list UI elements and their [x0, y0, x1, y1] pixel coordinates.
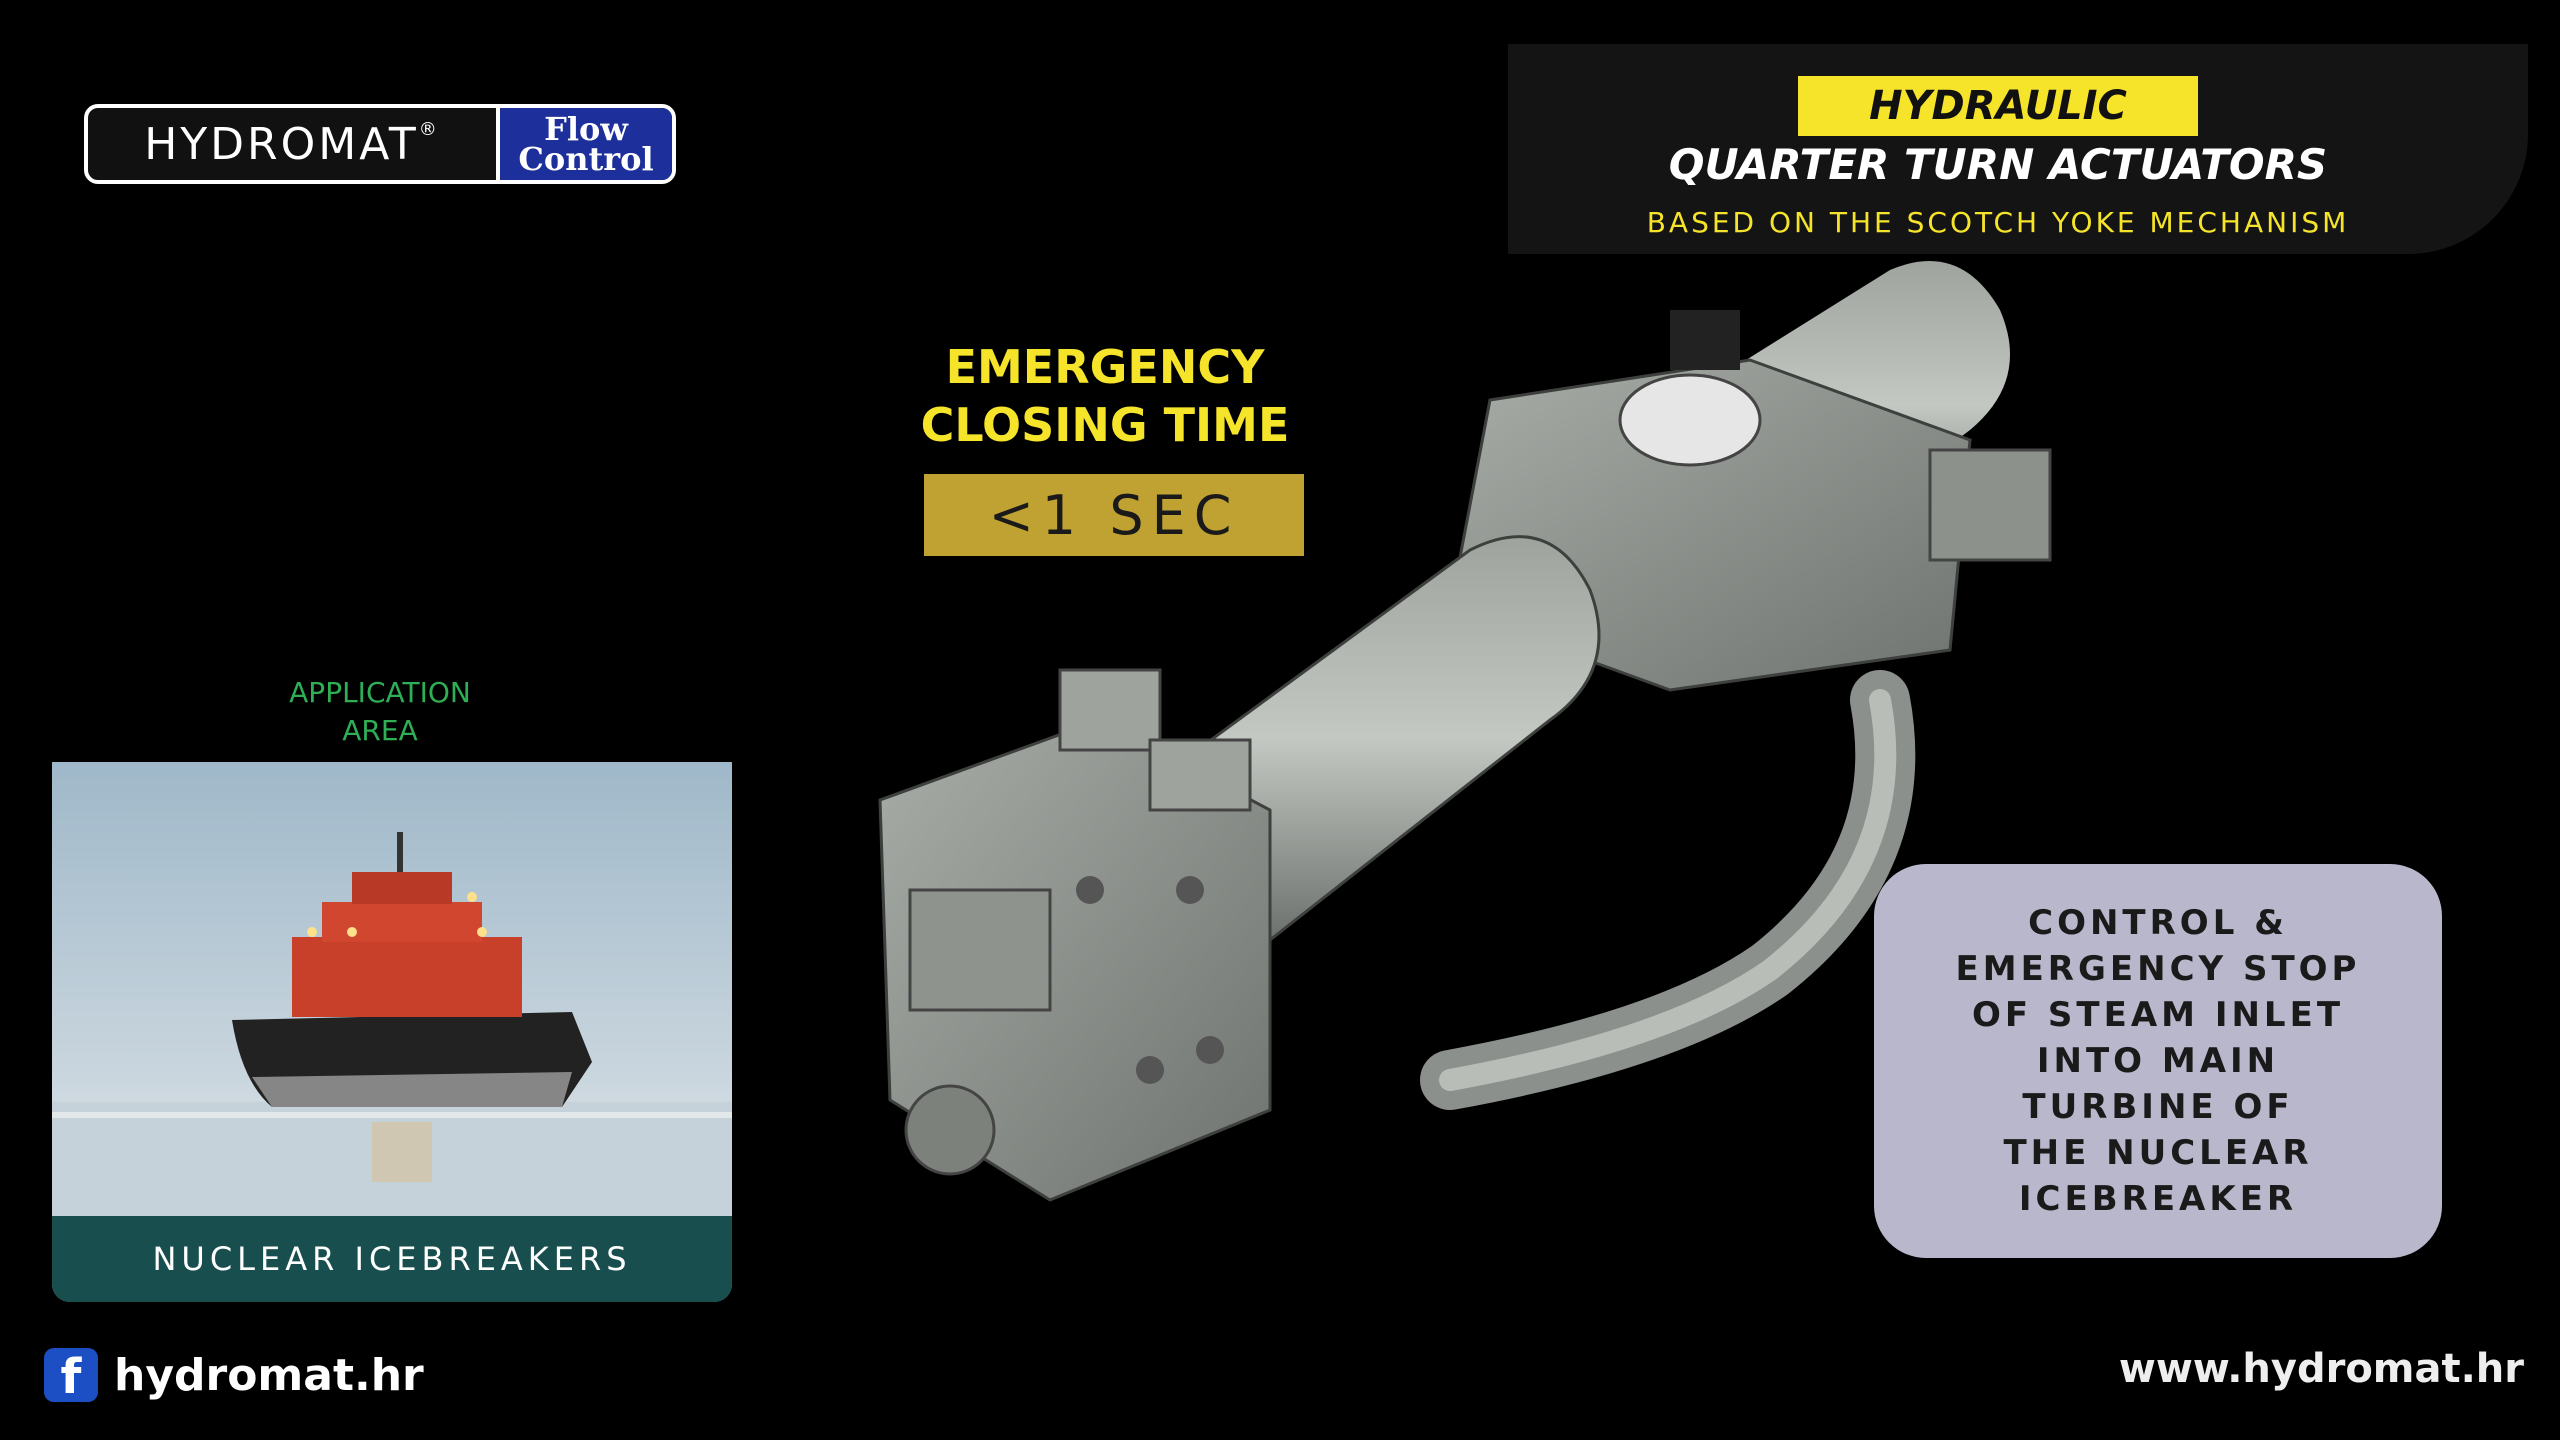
facebook-icon: f [44, 1348, 98, 1402]
closing-time-value: <1 SEC [924, 474, 1304, 556]
banner-subtitle: BASED ON THE SCOTCH YOKE MECHANISM [1646, 206, 2350, 239]
website-link[interactable]: www.hydromat.hr [2118, 1346, 2524, 1392]
facebook-handle: hydromat.hr [114, 1349, 424, 1401]
hydromat-logo: HYDROMAT® Flow Control [84, 104, 676, 184]
application-caption: NUCLEAR ICEBREAKERS [52, 1216, 732, 1302]
product-banner: HYDRAULIC QUARTER TURN ACTUATORS BASED O… [1508, 44, 2528, 254]
logo-flow-control: Flow Control [496, 108, 672, 180]
actuator-illustration [878, 261, 2052, 1202]
logo-brand: HYDROMAT® [144, 118, 440, 170]
emergency-heading: EMERGENCY CLOSING TIME [920, 340, 1290, 452]
banner-tag: HYDRAULIC [1798, 76, 2198, 136]
banner-title: QUARTER TURN ACTUATORS [1668, 140, 2328, 189]
function-callout: CONTROL & EMERGENCY STOP OF STEAM INLET … [1874, 864, 2442, 1258]
facebook-link[interactable]: f hydromat.hr [44, 1348, 424, 1402]
icebreaker-photo: NUCLEAR ICEBREAKERS [52, 762, 732, 1302]
application-area-label: APPLICATION AREA [289, 676, 471, 747]
icebreaker-ship-image [52, 832, 732, 1222]
